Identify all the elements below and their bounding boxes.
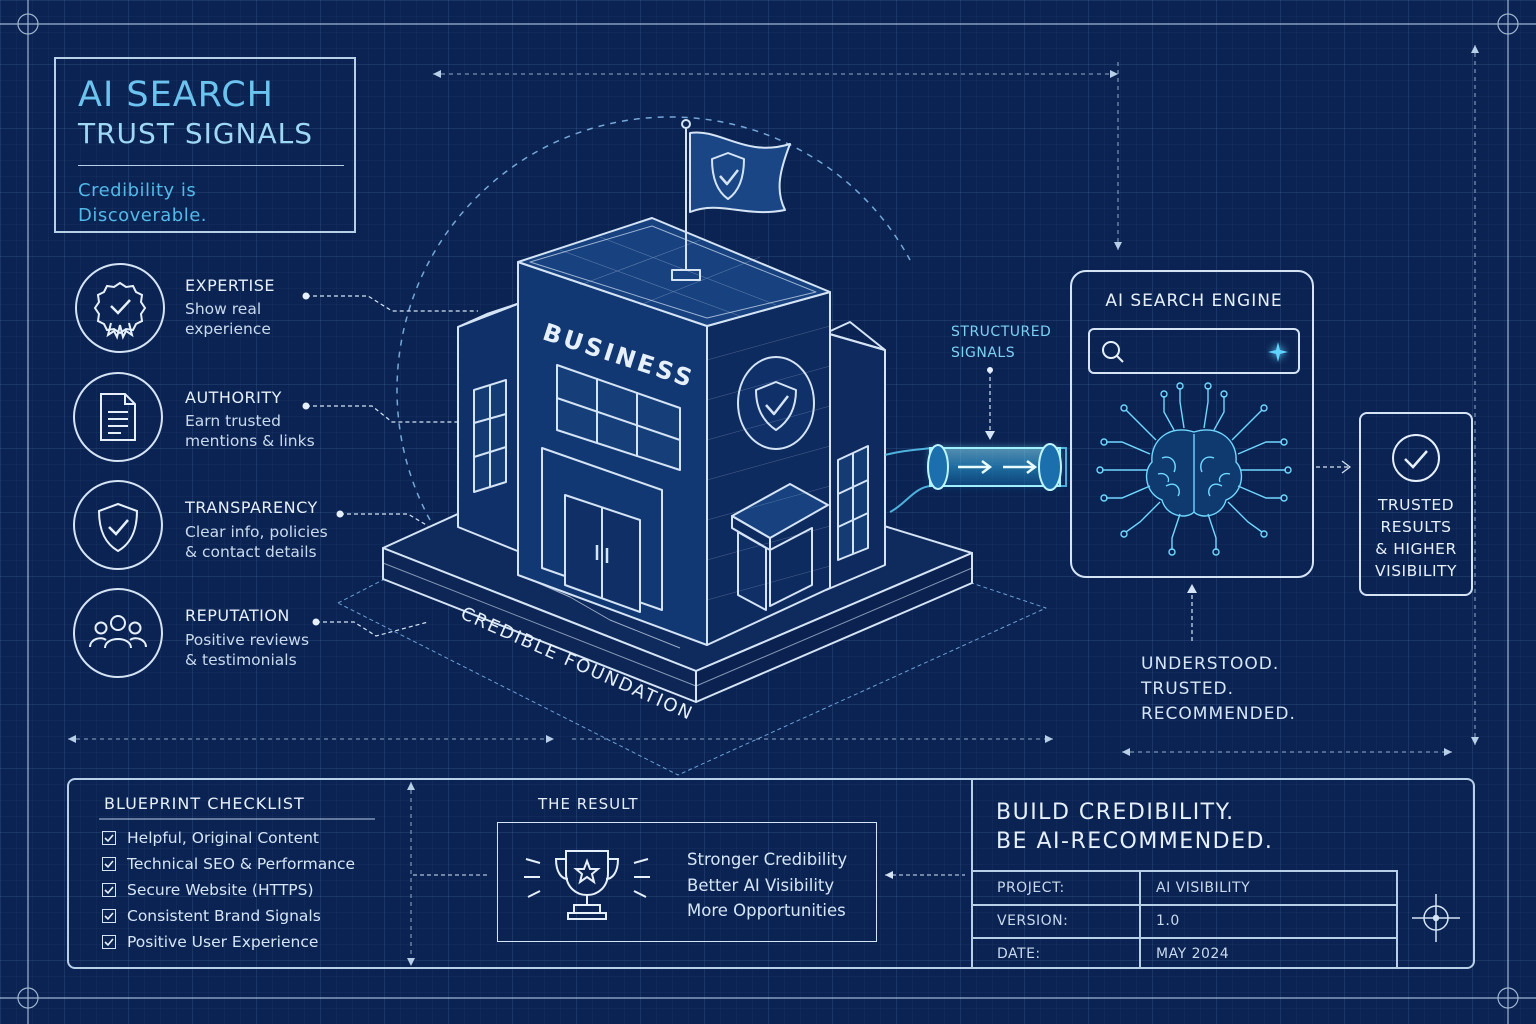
connector-dots bbox=[302, 292, 344, 626]
trusted-line-2: RESULTS bbox=[1380, 518, 1452, 536]
signal-desc-reputation-1: Positive reviews bbox=[185, 631, 310, 649]
search-icon bbox=[1102, 341, 1124, 363]
cta-line-2: BE AI-RECOMMENDED. bbox=[996, 829, 1274, 854]
title-line-1: AI SEARCH bbox=[78, 75, 274, 115]
result-line-1: Stronger Credibility bbox=[687, 850, 848, 869]
bottom-panel bbox=[67, 778, 1475, 969]
trophy-icon bbox=[524, 850, 650, 920]
signal-title-reputation: REPUTATION bbox=[185, 606, 290, 625]
signal-title-authority: AUTHORITY bbox=[185, 388, 282, 407]
signal-title-transparency: TRANSPARENCY bbox=[185, 498, 318, 517]
outcome-recommended: RECOMMENDED. bbox=[1141, 704, 1296, 724]
checklist-title: BLUEPRINT CHECKLIST bbox=[104, 794, 305, 813]
trusted-line-1: TRUSTED bbox=[1377, 496, 1455, 514]
trusted-results-card: TRUSTED RESULTS & HIGHER VISIBILITY bbox=[1359, 412, 1473, 596]
checkbox-checked-icon bbox=[102, 935, 116, 949]
checklist-item: Helpful, Original Content bbox=[102, 825, 355, 851]
business-building bbox=[337, 119, 1047, 776]
signal-connectors bbox=[306, 295, 478, 637]
outcome-understood: UNDERSTOOD. bbox=[1141, 654, 1280, 674]
project-label: PROJECT: bbox=[997, 880, 1065, 896]
signal-desc-reputation-2: & testimonials bbox=[185, 651, 297, 669]
result-card: Stronger Credibility Better AI Visibilit… bbox=[497, 822, 877, 942]
outcome-trusted: TRUSTED. bbox=[1141, 679, 1235, 699]
signal-desc-expertise-1: Show real bbox=[185, 300, 262, 318]
checkbox-checked-icon bbox=[102, 831, 116, 845]
trusted-line-4: VISIBILITY bbox=[1375, 562, 1457, 580]
project-value: AI VISIBILITY bbox=[1156, 880, 1251, 896]
scope-arc bbox=[396, 116, 911, 521]
meta-col-divider-right bbox=[1396, 870, 1398, 968]
checklist: Helpful, Original Content Technical SEO … bbox=[102, 825, 355, 955]
brain-network-icon bbox=[1096, 382, 1292, 556]
document-icon bbox=[73, 372, 163, 462]
ai-search-engine-panel: AI SEARCH ENGINE bbox=[1070, 270, 1314, 578]
trusted-line-3: & HIGHER bbox=[1375, 540, 1457, 558]
checklist-item: Consistent Brand Signals bbox=[102, 903, 355, 929]
cta-line-1: BUILD CREDIBILITY. bbox=[996, 800, 1235, 825]
signal-pipe bbox=[884, 443, 1067, 513]
structured-signals-label-1: STRUCTURED bbox=[951, 324, 1052, 340]
title-block: AI SEARCH TRUST SIGNALS Credibility is D… bbox=[54, 57, 356, 233]
date-value: MAY 2024 bbox=[1156, 946, 1230, 962]
checklist-item-text: Technical SEO & Performance bbox=[127, 855, 356, 873]
trusted-results-text: TRUSTED RESULTS & HIGHER VISIBILITY bbox=[1361, 494, 1471, 582]
subtitle-line-2: Discoverable. bbox=[78, 205, 208, 226]
sparkle-icon bbox=[1268, 342, 1288, 362]
result-lines: Stronger Credibility Better AI Visibilit… bbox=[687, 847, 847, 924]
version-value: 1.0 bbox=[1156, 913, 1180, 929]
signal-desc-transparency-2: & contact details bbox=[185, 543, 317, 561]
dimension-arrowheads bbox=[68, 45, 1479, 966]
meta-col-divider bbox=[1139, 870, 1141, 968]
date-label: DATE: bbox=[997, 946, 1041, 962]
checklist-item: Secure Website (HTTPS) bbox=[102, 877, 355, 903]
engine-to-trusted-arrow bbox=[1316, 460, 1351, 474]
signal-desc-transparency-1: Clear info, policies bbox=[185, 523, 328, 541]
checklist-item: Positive User Experience bbox=[102, 929, 355, 955]
structured-signals-label-2: SIGNALS bbox=[951, 345, 1016, 361]
search-input[interactable] bbox=[1088, 328, 1300, 374]
result-line-3: More Opportunities bbox=[687, 901, 846, 920]
version-label: VERSION: bbox=[997, 913, 1069, 929]
crosshair-icon bbox=[1412, 894, 1460, 942]
checklist-item-text: Positive User Experience bbox=[127, 933, 319, 951]
meta-rule-2 bbox=[972, 904, 1397, 906]
meta-rule-3 bbox=[972, 937, 1397, 939]
signal-desc-authority-1: Earn trusted bbox=[185, 412, 281, 430]
checkbox-checked-icon bbox=[102, 909, 116, 923]
result-line-2: Better AI Visibility bbox=[687, 875, 835, 895]
meta-rule-1 bbox=[972, 870, 1397, 872]
checklist-item-text: Secure Website (HTTPS) bbox=[127, 881, 314, 899]
badge-check-icon bbox=[75, 263, 165, 353]
checklist-item-text: Helpful, Original Content bbox=[127, 829, 320, 847]
checkbox-checked-icon bbox=[102, 857, 116, 871]
check-circle-icon bbox=[1392, 434, 1440, 482]
signal-title-expertise: EXPERTISE bbox=[185, 276, 276, 295]
title-divider bbox=[78, 165, 344, 166]
checkbox-checked-icon bbox=[102, 883, 116, 897]
dimension-lines bbox=[68, 45, 1476, 966]
checklist-item-text: Consistent Brand Signals bbox=[127, 907, 321, 925]
checklist-item: Technical SEO & Performance bbox=[102, 851, 355, 877]
signal-desc-authority-2: mentions & links bbox=[185, 432, 315, 450]
result-title: THE RESULT bbox=[538, 795, 639, 813]
subtitle-line-1: Credibility is bbox=[78, 180, 197, 201]
shield-check-icon bbox=[73, 480, 163, 570]
signal-desc-expertise-2: experience bbox=[185, 320, 271, 338]
people-icon bbox=[73, 588, 163, 678]
panel-divider bbox=[971, 779, 973, 968]
title-line-2: TRUST SIGNALS bbox=[78, 117, 314, 150]
engine-title: AI SEARCH ENGINE bbox=[1105, 291, 1283, 311]
